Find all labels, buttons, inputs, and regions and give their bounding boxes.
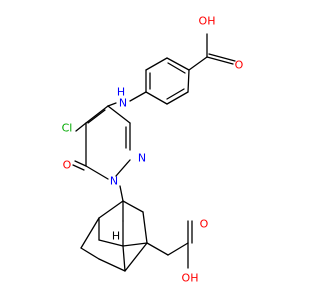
adamantane-cage [80, 200, 148, 272]
bond [142, 211, 148, 244]
bond [74, 160, 87, 167]
atom-label-acid-top-o: O [235, 59, 244, 72]
bond [208, 53, 236, 62]
bond [98, 200, 124, 219]
molecule-diagram: OH O H N Cl O N N H O OH [62, 15, 244, 285]
bond [72, 164, 85, 171]
atom-label-acid-top-oh: OH [199, 15, 216, 28]
atom-label-adamantane-h: H [112, 230, 120, 243]
bond [146, 242, 169, 256]
bond [122, 242, 148, 247]
bond [167, 62, 186, 74]
bond [75, 122, 87, 132]
bond [115, 159, 131, 177]
bond [145, 57, 168, 71]
bond [107, 105, 131, 124]
atom-label-chloro: Cl [62, 122, 73, 135]
bond [85, 165, 109, 180]
atom-label-ring-n-top: N [138, 152, 146, 165]
bond [129, 91, 147, 102]
bond [167, 242, 189, 256]
bond [80, 217, 100, 249]
bond [119, 185, 124, 202]
bond [107, 102, 117, 107]
atom-label-ketone-o: O [63, 159, 72, 172]
bond [122, 200, 144, 213]
bond [85, 105, 109, 124]
pyridazinone-ring [85, 105, 131, 180]
atom-label-ring-n-bottom: N [110, 175, 118, 188]
bond [98, 258, 126, 272]
bond [166, 57, 190, 71]
bond [187, 69, 190, 93]
benzoic-acid-group [188, 33, 236, 71]
atom-label-amine-h: H [117, 86, 125, 99]
atom-label-acid-bottom-o: O [200, 218, 209, 231]
bond [87, 109, 106, 124]
bond [80, 247, 100, 260]
benzene-ring [145, 57, 190, 105]
bond [122, 245, 126, 272]
acetic-acid-group [146, 220, 193, 269]
bond [166, 88, 185, 100]
atom-label-amine-n: N [119, 97, 127, 110]
bond [188, 56, 208, 71]
bond [98, 239, 124, 247]
atom-label-acid-bottom-oh: OH [182, 272, 199, 285]
bond [166, 91, 189, 105]
bond [145, 91, 168, 105]
bond [206, 56, 234, 65]
bond [124, 242, 148, 272]
